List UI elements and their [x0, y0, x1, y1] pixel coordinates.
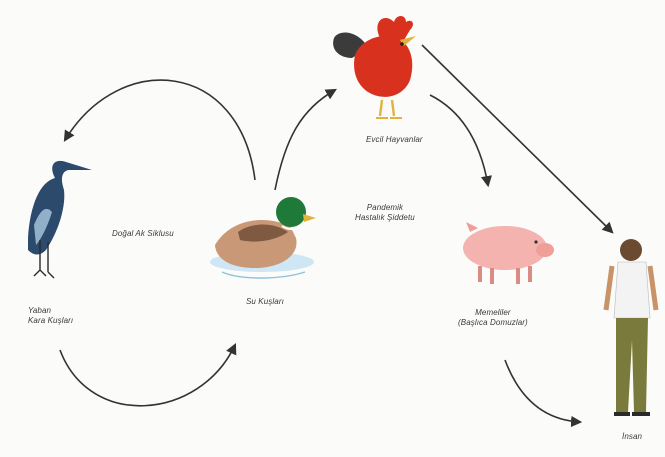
arrow-duck-to-rooster	[274, 88, 337, 191]
epidemic-label: Pandemik Hastalık Şiddetu	[355, 203, 415, 222]
duck-label: Su Kuşları	[246, 297, 284, 306]
arrow-pig-to-human	[504, 359, 583, 428]
arrow-heron-to-duck	[59, 342, 237, 407]
human-icon	[603, 239, 659, 416]
heron-icon	[28, 160, 92, 279]
natural-cycle-label: Doğal Ak Siklusu	[112, 229, 174, 238]
pig-icon	[463, 222, 554, 284]
heron-label: Yaban Kara Kuşları	[28, 306, 74, 325]
duck-icon	[210, 197, 316, 279]
rooster-icon	[333, 16, 416, 119]
human-label: İnsan	[622, 432, 643, 441]
arrow-duck-to-heron	[63, 79, 256, 181]
arrow-rooster-to-human	[421, 44, 614, 234]
arrow-rooster-to-pig	[429, 94, 492, 188]
rooster-label: Evcil Hayvanlar	[366, 135, 423, 144]
pig-label: Memeliler (Başlıca Domuzlar)	[458, 308, 528, 327]
